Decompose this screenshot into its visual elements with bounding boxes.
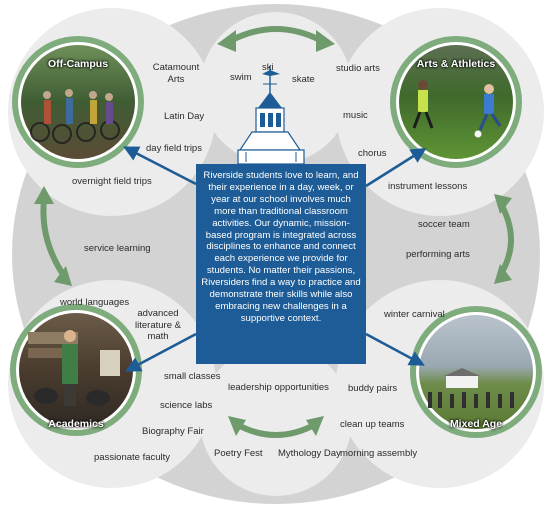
- label-studio-arts: studio arts: [336, 63, 380, 74]
- lobe-top: [200, 12, 352, 164]
- label-ski: ski: [262, 62, 274, 73]
- label-small-classes: small classes: [164, 371, 221, 382]
- bubble-mixed-age: [410, 306, 542, 438]
- green-arrowhead-left-bottom: [54, 266, 72, 286]
- green-arrowhead-right-bottom: [494, 264, 512, 284]
- bubble-arts-athletics: [390, 36, 522, 168]
- label-poetry-fest: Poetry Fest: [214, 448, 263, 459]
- bubble-title-academics: Academics: [48, 418, 104, 430]
- green-arrow-top: [229, 26, 323, 43]
- bubble-academics: [10, 304, 142, 436]
- green-arrowhead-right-top: [494, 194, 512, 214]
- green-arrow-right: [499, 203, 514, 275]
- label-soccer-team: soccer team: [418, 219, 470, 230]
- lobe-bottom: [200, 344, 352, 496]
- label-science-labs: science labs: [160, 400, 213, 411]
- label-chorus: chorus: [358, 148, 387, 159]
- label-latin-day: Latin Day: [164, 111, 205, 122]
- bubble-title-off-campus: Off-Campus: [47, 58, 109, 70]
- label-buddy-pairs: buddy pairs: [348, 383, 398, 394]
- label-mythology-day: Mythology Day: [278, 448, 341, 459]
- center-description: Riverside students love to learn, and th…: [196, 164, 366, 364]
- label-advanced-literature: advanced literature & math: [135, 308, 181, 342]
- label-skate: skate: [292, 74, 315, 85]
- bubble-title-mixed-age: Mixed Age: [449, 418, 503, 430]
- label-day-field-trips: day field trips: [146, 143, 202, 154]
- label-music: music: [343, 110, 368, 121]
- blue-arrows: [123, 146, 427, 372]
- green-arrow-left: [40, 197, 67, 279]
- label-morning-assembly: morning assembly: [340, 448, 418, 459]
- label-leadership-opportunities: leadership opportunities: [228, 382, 329, 393]
- label-instrument-lessons: instrument lessons: [388, 181, 468, 192]
- label-service-learning: service learning: [84, 243, 151, 254]
- green-arrowhead-bottom-left: [228, 416, 246, 436]
- label-overnight-field-trips: overnight field trips: [72, 176, 152, 187]
- bubble-title-arts-athletics: Arts & Athletics: [416, 58, 496, 70]
- green-arrowhead-left-top: [34, 186, 54, 204]
- label-performing-arts: performing arts: [406, 249, 470, 260]
- label-biography-fair: Biography Fair: [142, 426, 204, 437]
- label-world-languages: world languages: [60, 297, 130, 308]
- cupola-illustration: [237, 66, 305, 165]
- label-clean-up-teams: clean up teams: [340, 419, 405, 430]
- green-arrowhead-top-left: [217, 30, 236, 52]
- label-catamount-arts: Catamount Arts: [152, 62, 200, 85]
- label-winter-carnival: winter carnival: [384, 309, 445, 320]
- label-swim: swim: [230, 72, 252, 83]
- green-arrow-bottom: [233, 421, 319, 438]
- bubble-off-campus: [12, 36, 144, 168]
- green-arrowhead-bottom-right: [306, 416, 324, 436]
- green-arrowhead-top-right: [316, 30, 335, 52]
- label-passionate-faculty: passionate faculty: [94, 452, 171, 463]
